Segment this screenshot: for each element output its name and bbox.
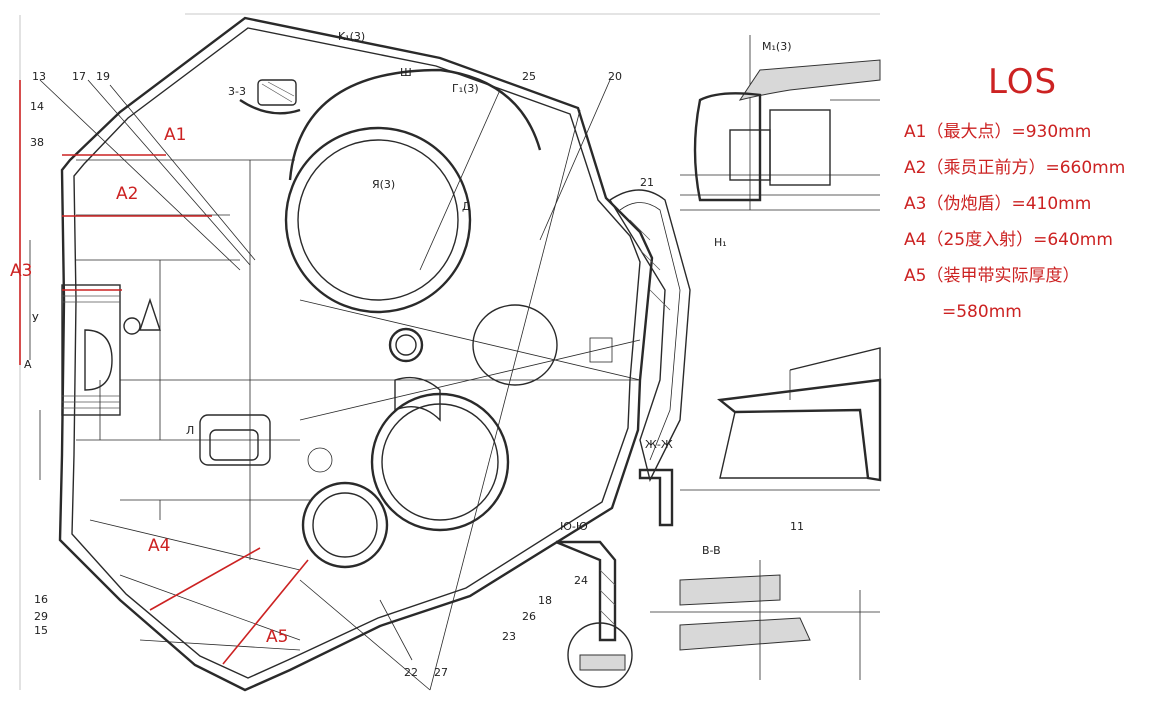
section-label: K₁(3) xyxy=(338,30,365,43)
internal-lines xyxy=(39,79,641,691)
front-plate-detail xyxy=(61,284,161,416)
section-label: M₁(3) xyxy=(762,40,791,53)
part-number: 11 xyxy=(790,520,804,533)
upper-hatch-detail xyxy=(239,79,301,115)
legend-item-a1: A1（最大点）=930mm xyxy=(904,122,1092,142)
section-label: Ж-Ж xyxy=(645,438,673,451)
hull-inner-outline xyxy=(71,27,641,679)
section-label: Я(3) xyxy=(372,178,395,191)
section-label: Г₁(3) xyxy=(452,82,479,95)
part-number: 15 xyxy=(34,624,48,637)
legend-item-a5: A5（装甲带实际厚度） xyxy=(904,266,1080,286)
legend-item-a5-value: =580mm xyxy=(942,302,1022,322)
part-number: 27 xyxy=(434,666,448,679)
part-number: 24 xyxy=(574,574,588,587)
small-circle xyxy=(307,447,333,473)
section-label: Ю-Ю xyxy=(560,520,588,533)
part-number: 19 xyxy=(96,70,110,83)
ring-lower-inner xyxy=(381,403,499,521)
part-number: 23 xyxy=(502,630,516,643)
marker-a3: A3 xyxy=(10,261,32,281)
section-b-b xyxy=(650,560,880,680)
section-label: A xyxy=(24,358,32,371)
marker-a4: A4 xyxy=(148,536,170,556)
legend-item-a4: A4（25度入射）=640mm xyxy=(904,230,1113,250)
part-number: 18 xyxy=(538,594,552,607)
part-number: 13 xyxy=(32,70,46,83)
los-line-a4 xyxy=(149,547,261,611)
dimension-lines xyxy=(29,240,301,651)
legend-item-a2: A2（乘员正前方）=660mm xyxy=(904,158,1126,178)
part-number: 16 xyxy=(34,593,48,606)
marker-a5: A5 xyxy=(266,627,288,647)
part-number: 17 xyxy=(72,70,86,83)
part-number: 22 xyxy=(404,666,418,679)
hatch-ring xyxy=(388,327,424,363)
turret-ring-large xyxy=(284,126,472,314)
part-number: 29 xyxy=(34,610,48,623)
section-label: Д xyxy=(462,200,471,213)
section-label: H₁ xyxy=(714,236,727,249)
hull-outline xyxy=(58,16,654,692)
legend-title: LOS xyxy=(988,62,1058,102)
ellipse-port xyxy=(472,304,558,386)
right-armor-profile xyxy=(609,189,691,483)
section-label: Ш xyxy=(400,66,412,79)
block-11-drawing xyxy=(680,347,882,491)
arc-top xyxy=(288,68,542,181)
section-label: 3-3 xyxy=(228,85,246,98)
section-label: У xyxy=(32,312,39,325)
part-number: 14 xyxy=(30,100,44,113)
marker-a2: A2 xyxy=(116,184,138,204)
ring-small xyxy=(301,481,389,569)
hatch-ring-inner xyxy=(395,334,417,356)
turret-ring-inner xyxy=(297,139,459,301)
part-number: 21 xyxy=(640,176,654,189)
part-number: 38 xyxy=(30,136,44,149)
los-legend: LOS A1（最大点）=930mm A2（乘员正前方）=660mm A3（伪炮盾… xyxy=(904,62,1176,330)
los-line-a5 xyxy=(222,559,309,665)
marker-a1: A1 xyxy=(164,125,186,145)
part-number: 25 xyxy=(522,70,536,83)
section-label: B-B xyxy=(702,544,721,557)
ring-small-inner xyxy=(312,492,378,558)
section-label: Л xyxy=(186,424,194,437)
part-number: 26 xyxy=(522,610,536,623)
top-right-section xyxy=(680,35,881,211)
bracket-detail xyxy=(555,468,674,688)
legend-item-a3: A3（伪炮盾）=410mm xyxy=(904,194,1092,214)
los-lines xyxy=(19,80,309,665)
part-number: 20 xyxy=(608,70,622,83)
